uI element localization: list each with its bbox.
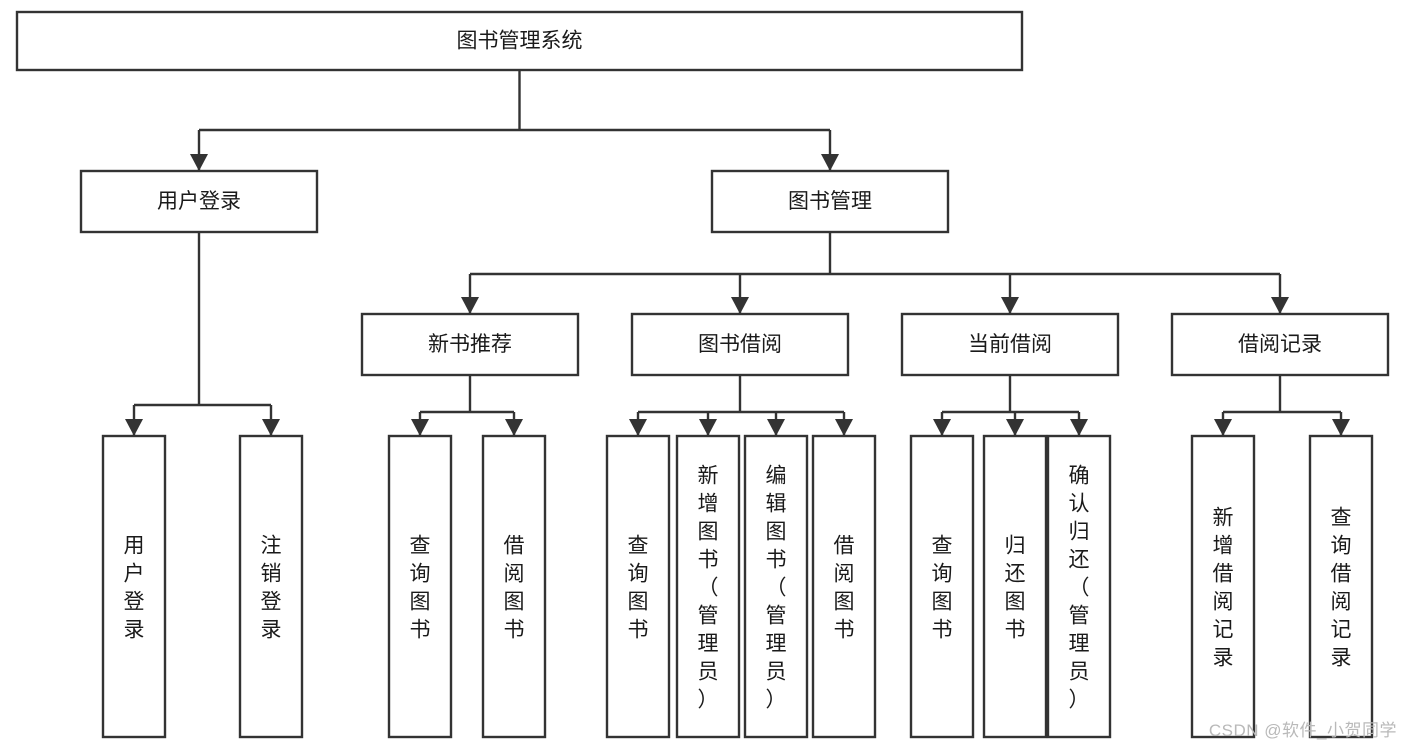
arrow-head-icon (125, 419, 143, 436)
node-label: 编辑图书（管理员） (766, 464, 787, 711)
arrow-head-icon (262, 419, 280, 436)
node-box (811, 434, 877, 739)
node-level1-book-management[interactable]: 图书管理 (710, 169, 950, 234)
arrow-head-icon (1214, 419, 1232, 436)
node-box (481, 434, 547, 739)
node-label: 归还图书 (1005, 534, 1026, 641)
node-label: 图书借阅 (698, 333, 782, 356)
arrow-head-icon (505, 419, 523, 436)
node-box (710, 169, 950, 234)
node-leaf-leaf-edit-book[interactable]: 编辑图书（管理员） (743, 434, 809, 739)
node-box (900, 312, 1120, 377)
node-leaf-leaf-borrow-book[interactable]: 借阅图书 (811, 434, 877, 739)
node-label: 用户登录 (124, 534, 145, 641)
node-box (101, 434, 167, 739)
node-box (15, 10, 1024, 72)
arrow-head-icon (1006, 419, 1024, 436)
node-level2-book-borrow[interactable]: 图书借阅 (630, 312, 850, 377)
connector-layer (125, 70, 1350, 436)
node-leaf-leaf-add-borrow-record[interactable]: 新增借阅记录 (1190, 434, 1256, 739)
node-label: 新增借阅记录 (1213, 506, 1234, 669)
node-leaf-leaf-query-book-current[interactable]: 查询图书 (909, 434, 975, 739)
node-root[interactable]: 图书管理系统 (15, 10, 1024, 72)
node-label: 借阅图书 (834, 534, 855, 641)
node-level1-user-login[interactable]: 用户登录 (79, 169, 319, 234)
node-box (1190, 434, 1256, 739)
node-leaf-leaf-user-login[interactable]: 用户登录 (101, 434, 167, 739)
arrow-head-icon (1070, 419, 1088, 436)
node-leaf-leaf-query-book-borrow[interactable]: 查询图书 (605, 434, 671, 739)
node-level2-new-book-recommend[interactable]: 新书推荐 (360, 312, 580, 377)
node-label: 借阅图书 (504, 534, 525, 641)
arrow-head-icon (629, 419, 647, 436)
arrow-head-icon (461, 297, 479, 314)
node-leaf-leaf-add-book[interactable]: 新增图书（管理员） (675, 434, 741, 739)
node-box (675, 434, 741, 739)
arrow-head-icon (1332, 419, 1350, 436)
arrow-head-icon (821, 154, 839, 171)
node-level2-current-borrow[interactable]: 当前借阅 (900, 312, 1120, 377)
node-box (360, 312, 580, 377)
arrow-head-icon (1001, 297, 1019, 314)
arrow-head-icon (767, 419, 785, 436)
node-box (1308, 434, 1374, 739)
node-box (387, 434, 453, 739)
arrow-head-icon (835, 419, 853, 436)
node-label: 图书管理系统 (457, 30, 583, 53)
node-label: 用户登录 (157, 190, 241, 213)
node-box (630, 312, 850, 377)
watermark-text: CSDN @软件_小贺同学 (1208, 721, 1397, 740)
node-box (743, 434, 809, 739)
arrow-head-icon (411, 419, 429, 436)
arrow-head-icon (731, 297, 749, 314)
node-label: 查询图书 (410, 534, 431, 641)
arrow-head-icon (699, 419, 717, 436)
node-label: 查询图书 (932, 534, 953, 641)
node-leaf-leaf-query-borrow-record[interactable]: 查询借阅记录 (1308, 434, 1374, 739)
node-label: 借阅记录 (1238, 333, 1322, 356)
node-label: 确认归还（管理员） (1069, 464, 1090, 711)
node-label: 新增图书（管理员） (698, 464, 719, 711)
node-level2-borrow-record[interactable]: 借阅记录 (1170, 312, 1390, 377)
node-label: 新书推荐 (428, 333, 512, 356)
node-leaf-leaf-query-book-rec[interactable]: 查询图书 (387, 434, 453, 739)
node-leaf-leaf-user-logout[interactable]: 注销登录 (238, 434, 304, 739)
arrow-head-icon (933, 419, 951, 436)
node-leaf-leaf-return-book[interactable]: 归还图书 (982, 434, 1048, 739)
node-label: 当前借阅 (968, 333, 1052, 356)
arrow-head-icon (190, 154, 208, 171)
node-box (238, 434, 304, 739)
node-leaf-leaf-borrow-book-rec[interactable]: 借阅图书 (481, 434, 547, 739)
node-label: 查询图书 (628, 534, 649, 641)
node-box (982, 434, 1048, 739)
node-leaf-leaf-confirm-return[interactable]: 确认归还（管理员） (1046, 434, 1112, 739)
node-box (909, 434, 975, 739)
node-box (1046, 434, 1112, 739)
node-label: 查询借阅记录 (1331, 506, 1352, 669)
node-box (79, 169, 319, 234)
node-label: 图书管理 (788, 190, 872, 213)
node-box (1170, 312, 1390, 377)
node-box (605, 434, 671, 739)
node-label: 注销登录 (261, 534, 282, 641)
node-layer: 图书管理系统用户登录图书管理新书推荐图书借阅当前借阅借阅记录用户登录注销登录查询… (15, 10, 1390, 739)
arrow-head-icon (1271, 297, 1289, 314)
